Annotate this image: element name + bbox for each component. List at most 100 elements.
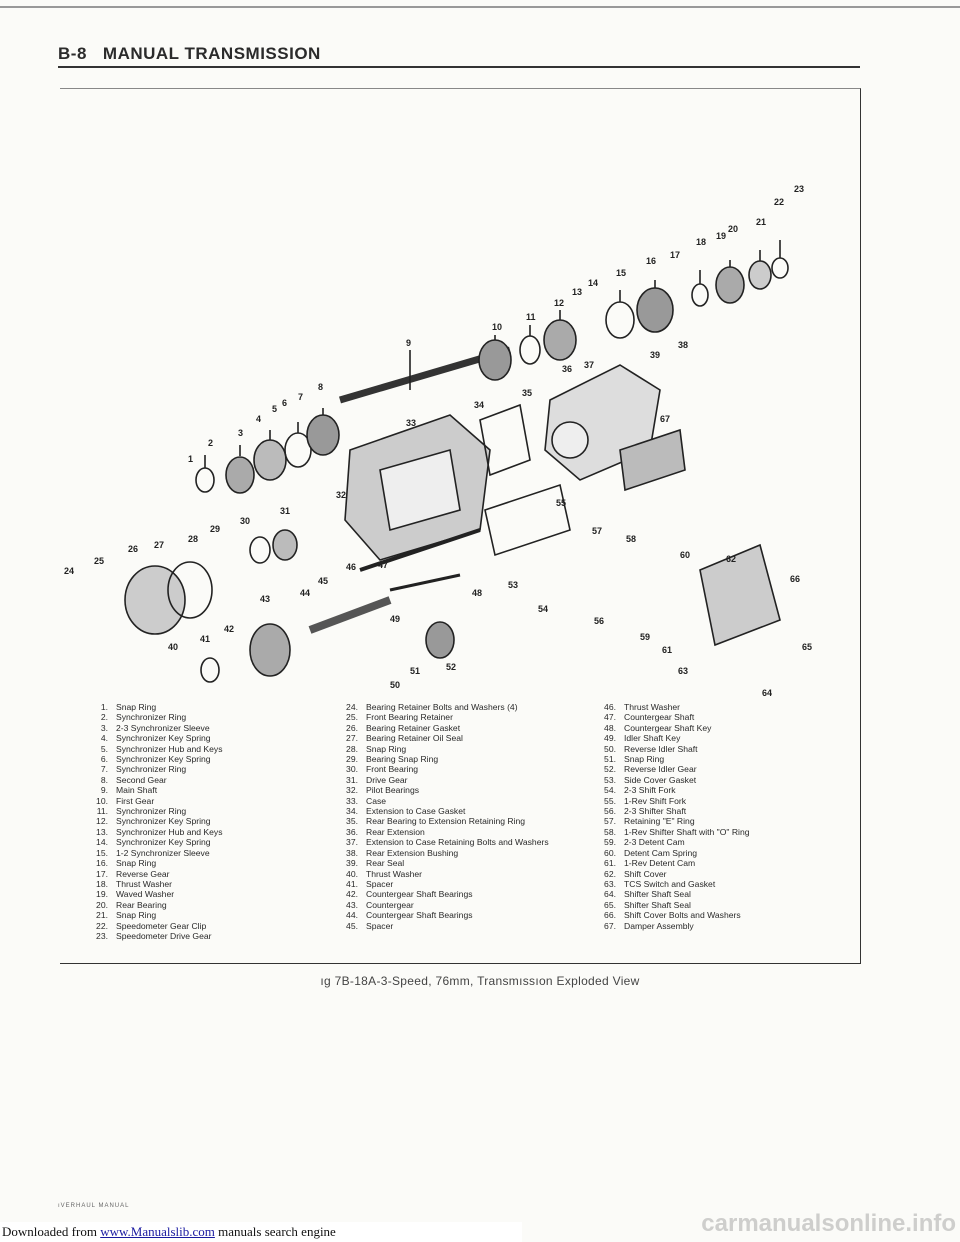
legend-item: 16.Snap Ring [84, 858, 223, 868]
callout-55: 55 [556, 498, 566, 508]
legend-item: 37. Extension to Case Retaining Bolts and… [334, 837, 549, 847]
legend-label: Synchronizer Ring [116, 764, 187, 775]
legend-number: 26. [346, 722, 358, 733]
legend-number: 58. [604, 826, 616, 837]
legend-number: 37. [346, 837, 358, 848]
legend-number: 3. [100, 722, 108, 733]
legend-label: Spacer [366, 920, 394, 931]
callout-40: 40 [168, 642, 178, 652]
legend-label: 2-3 Shift Fork [624, 785, 676, 796]
legend-label: Synchronizer Hub and Keys [116, 826, 223, 837]
legend-label: Synchronizer Key Spring [116, 837, 211, 848]
legend-label: Speedometer Drive Gear [116, 930, 212, 941]
callout-2: 2 [208, 438, 213, 448]
callout-37: 37 [584, 360, 594, 370]
legend-label: Shifter Shaft Seal [624, 899, 691, 910]
legend-number: 43. [346, 899, 358, 910]
legend-column-2: 24.Bearing Retainer Bolts and Washers (4… [334, 702, 549, 931]
legend-label: Waved Washer [116, 889, 175, 900]
legend-label: Extension to Case Retaining Bolts and Wa… [366, 837, 549, 848]
legend-number: 34. [346, 806, 358, 817]
callout-14: 14 [588, 278, 598, 288]
legend-label: Main Shaft [116, 785, 158, 796]
legend-item: 27.Bearing Retainer Oil Seal [334, 733, 549, 743]
callout-16: 16 [646, 256, 656, 266]
legend-label: Retaining "E" Ring [624, 816, 695, 827]
exploded-view-illustration: 1 2 3 4 5 6 7 8 9 10 11 12 13 14 15 16 1… [64, 184, 812, 698]
legend-label: Reverse Idler Gear [624, 764, 697, 775]
legend-number: 62. [604, 868, 616, 879]
legend-item: 31.Drive Gear [334, 775, 549, 785]
legend-item: 56.2-3 Shifter Shaft [592, 806, 750, 816]
legend-label: Pilot Bearings [366, 785, 420, 796]
legend-item: 66.Shift Cover Bolts and Washers [592, 910, 750, 920]
callout-3: 3 [238, 428, 243, 438]
legend-number: 45. [346, 920, 358, 931]
callout-64: 64 [762, 688, 772, 698]
legend-number: 4. [100, 733, 108, 744]
manualslib-link[interactable]: www.Manualslib.com [100, 1224, 215, 1239]
callout-44: 44 [300, 588, 310, 598]
legend-item: 18.Thrust Washer [84, 879, 223, 889]
callout-32: 32 [336, 490, 346, 500]
legend-number: 66. [604, 910, 616, 921]
legend-number: 61. [604, 858, 616, 869]
legend-number: 1. [100, 702, 108, 712]
legend-label: 1-Rev Detent Cam [624, 858, 696, 869]
legend-item: 61. 1-Rev Detent Cam [592, 858, 750, 868]
legend-item: 65. Shifter Shaft Seal [592, 900, 750, 910]
legend-item: 12.Synchronizer Key Spring [84, 816, 223, 826]
legend-number: 39. [346, 858, 358, 869]
download-suffix: manuals search engine [214, 1224, 336, 1239]
callout-34: 34 [474, 400, 484, 410]
callout-63: 63 [678, 666, 688, 676]
callout-66: 66 [790, 574, 800, 584]
legend-item: 48.Countergear Shaft Key [592, 723, 750, 733]
legend-item: 40.Thrust Washer [334, 869, 549, 879]
legend-number: 32. [346, 785, 358, 796]
legend-label: 2-3 Synchronizer Sleeve [116, 722, 210, 733]
legend-number: 49. [604, 733, 616, 744]
legend-number: 13. [96, 826, 108, 837]
legend-item: 30.Front Bearing [334, 764, 549, 774]
watermark-text: carmanualsonline.info [701, 1210, 956, 1237]
legend-item: 3. 2-3 Synchronizer Sleeve [84, 723, 223, 733]
callout-28: 28 [188, 534, 198, 544]
legend-label: Reverse Gear [116, 868, 170, 879]
legend-item: 1.Snap Ring [84, 702, 223, 712]
legend-item: 43.Countergear [334, 900, 549, 910]
download-prefix: Downloaded from [2, 1224, 101, 1239]
legend-item: 25.Front Bearing Retainer [334, 712, 549, 722]
callout-11: 11 [526, 312, 536, 322]
callout-41: 41 [200, 634, 210, 644]
legend-item: 52. Reverse Idler Gear [592, 764, 750, 774]
legend-item: 67.Damper Assembly [592, 921, 750, 931]
legend-label: Detent Cam Spring [624, 847, 698, 858]
legend-item: 13. Synchronizer Hub and Keys [84, 826, 223, 837]
legend-label: Snap Ring [116, 858, 157, 869]
callout-45: 45 [318, 576, 328, 586]
callout-10: 10 [492, 322, 502, 332]
callout-5: 5 [272, 404, 277, 414]
legend-number: 36. [346, 826, 358, 837]
legend-item: 60.Detent Cam Spring [592, 848, 750, 858]
legend-item: 8.Second Gear [84, 775, 223, 785]
callout-36: 36 [562, 364, 572, 374]
legend-number: 56. [604, 806, 616, 817]
legend-item: 38.Rear Extension Bushing [334, 848, 549, 858]
legend-item: 33.Case [334, 796, 549, 806]
legend-number: 9. [100, 785, 108, 796]
legend-item: 29.Bearing Snap Ring [334, 754, 549, 764]
callout-54: 54 [538, 604, 548, 614]
legend-item: 46.Thrust Washer [592, 702, 750, 712]
legend-number: 44. [346, 910, 358, 921]
legend-item: 62.Shift Cover [592, 869, 750, 879]
callout-7: 7 [298, 392, 303, 402]
legend-number: 52. [604, 764, 616, 775]
legend-label: Bearing Snap Ring [366, 754, 439, 765]
legend-label: Speedometer Gear Clip [116, 920, 207, 931]
legend-number: 65. [604, 899, 616, 910]
legend-item: 19.Waved Washer [84, 889, 223, 899]
legend-item: 34.Extension to Case Gasket [334, 806, 549, 816]
legend-label: Thrust Washer [366, 868, 423, 879]
